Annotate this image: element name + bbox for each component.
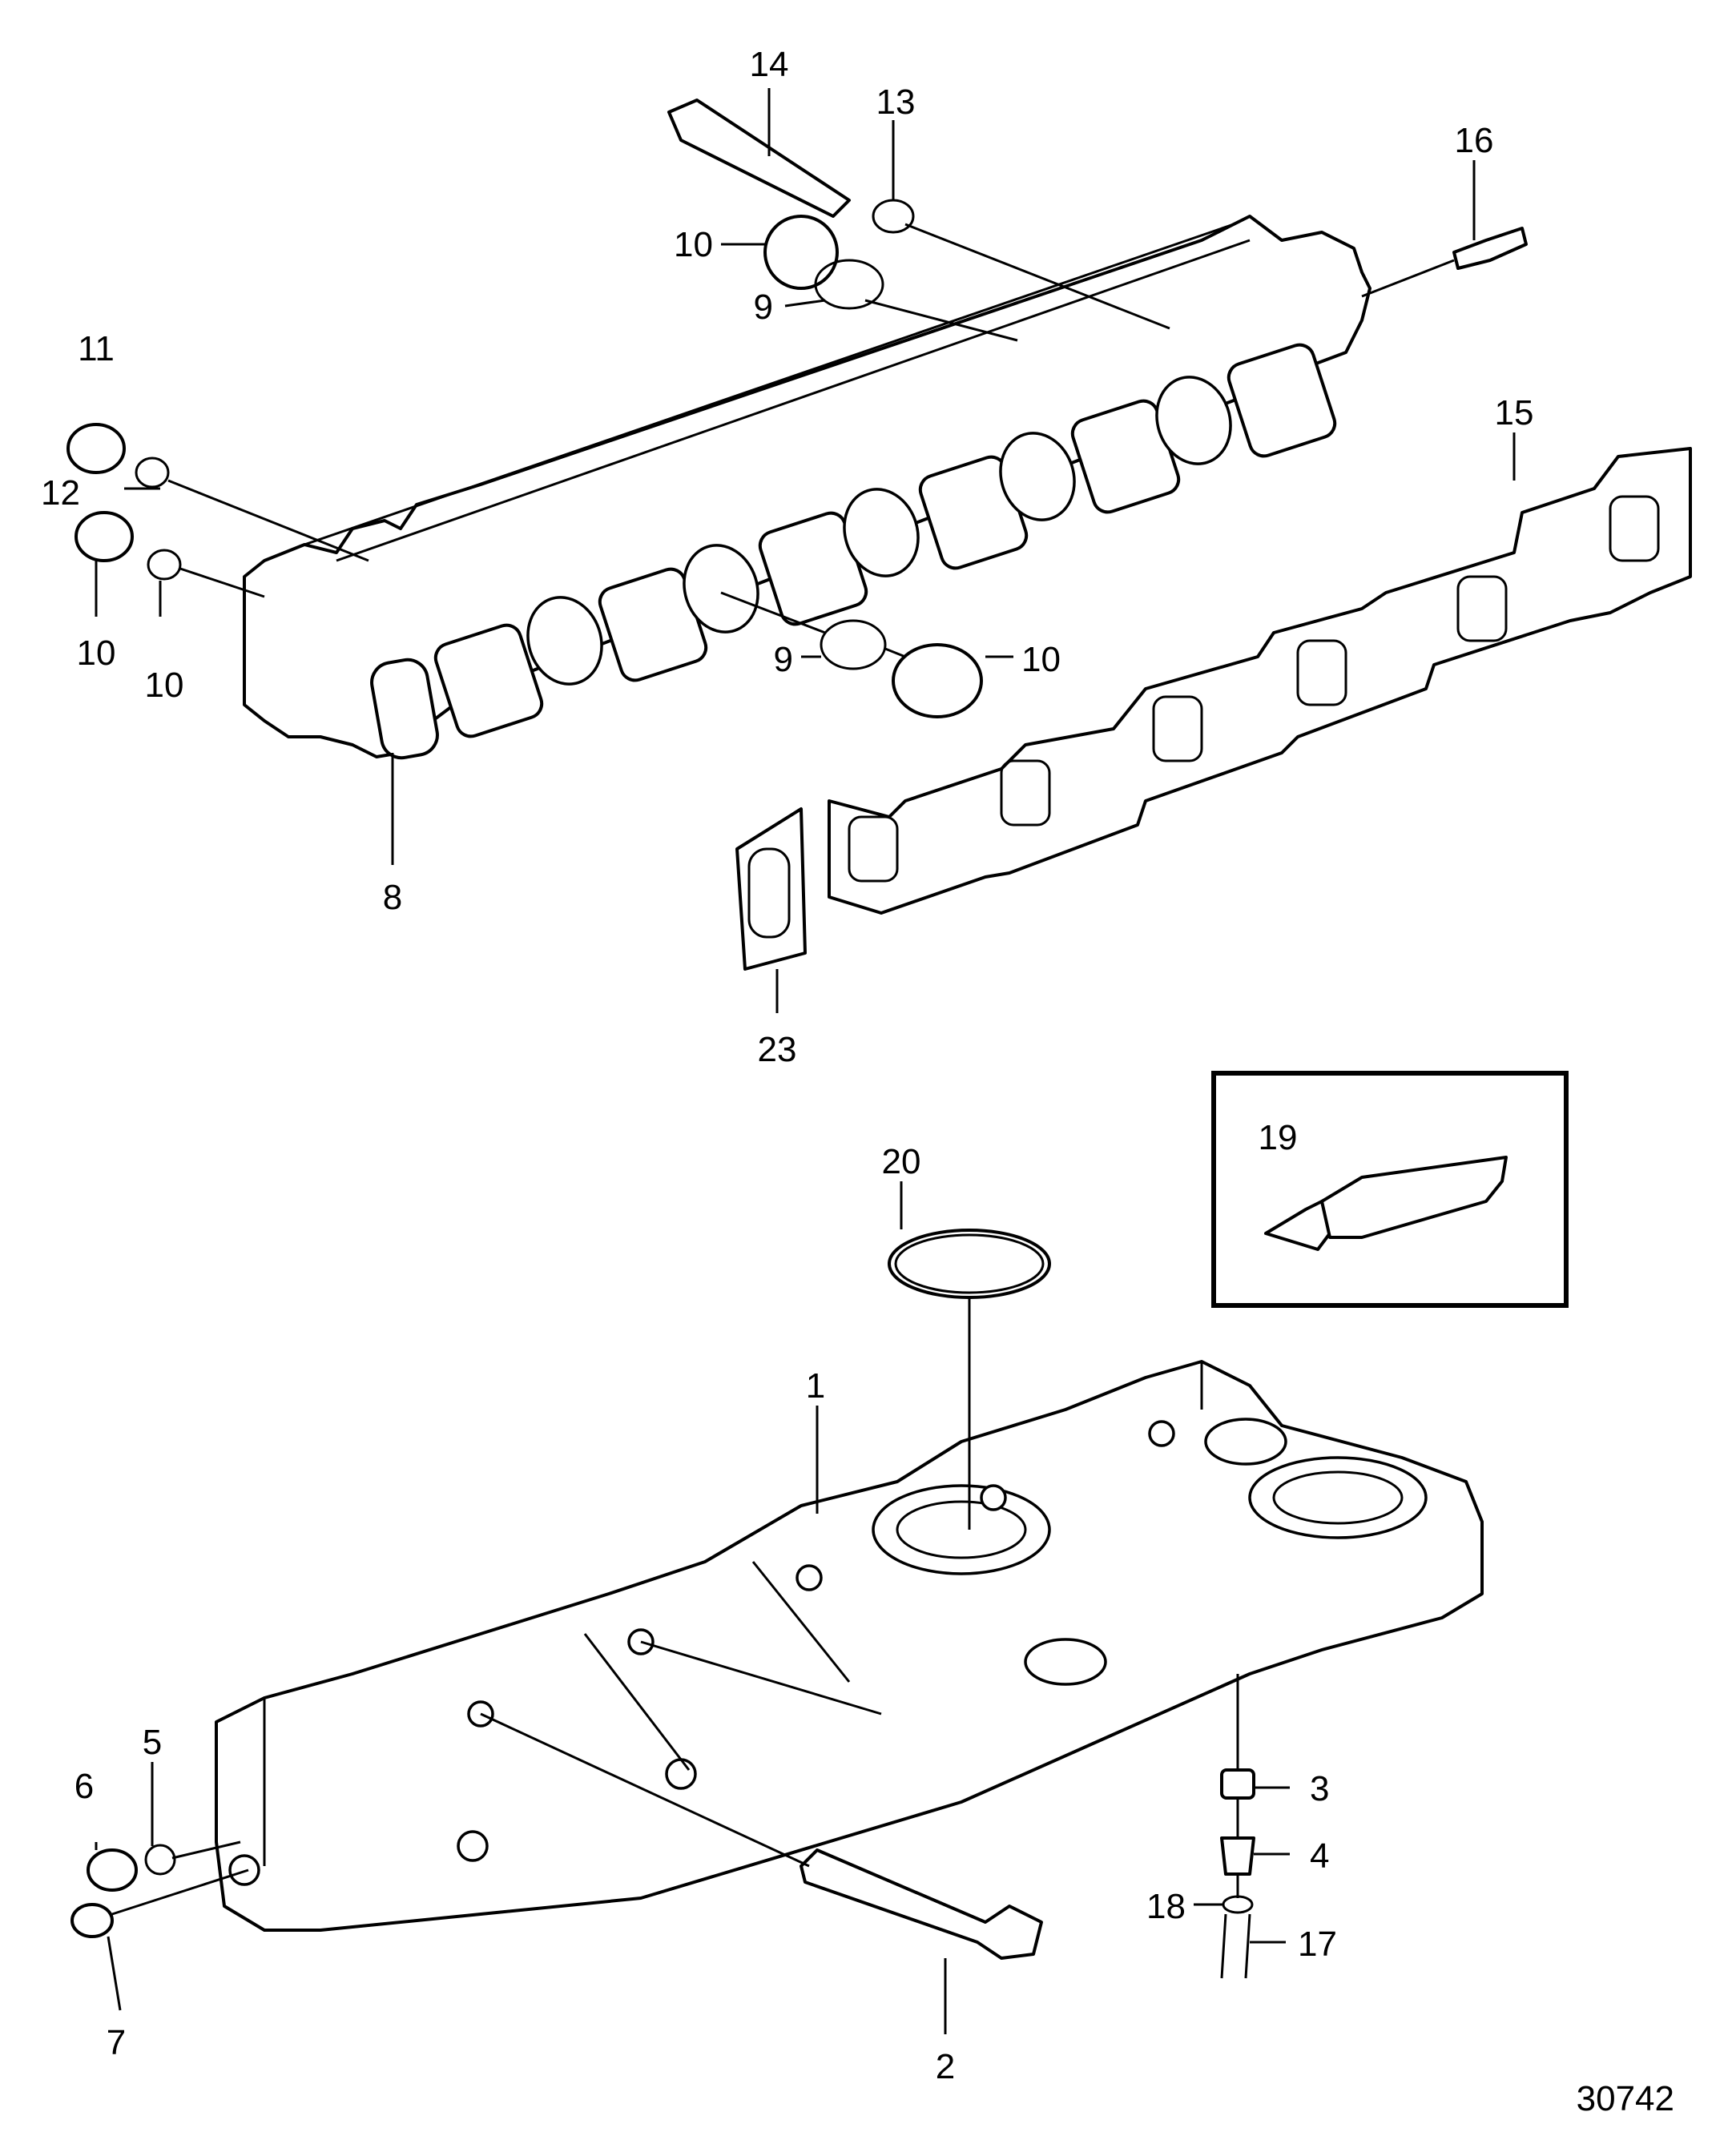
washer-5	[144, 1844, 176, 1876]
plug-6	[87, 1848, 138, 1892]
o-ring-lower	[820, 619, 887, 670]
callout-18: 16	[1455, 121, 1494, 160]
plug-13	[66, 423, 126, 474]
figure-number: 30742	[1577, 2079, 1674, 2118]
callout-11: 10	[145, 666, 184, 705]
end-gasket	[735, 807, 807, 971]
callout-10-upper: 10	[674, 225, 713, 264]
manifold-ports	[433, 343, 1337, 738]
callout-13: 11	[78, 329, 115, 368]
exhaust-manifold	[243, 215, 1372, 760]
manifold-gasket	[828, 447, 1692, 915]
sealant-inset	[1211, 1071, 1569, 1308]
washer-15	[872, 199, 915, 234]
callout-20: 18	[1146, 1887, 1186, 1926]
callout-9-upper: 9	[754, 288, 773, 327]
callout-17: 15	[1495, 393, 1534, 432]
washer-14	[135, 457, 170, 489]
plug-12	[75, 511, 134, 562]
clamp-20	[1222, 1895, 1254, 1914]
plug-7	[70, 1903, 114, 1938]
callout-15: 13	[876, 82, 916, 122]
callout-5: 5	[143, 1723, 162, 1762]
o-ring-upper	[814, 259, 884, 310]
o-ring-22	[888, 1229, 1051, 1299]
callout-10-lower: 10	[1021, 640, 1061, 679]
callout-labels: 14 13 10 9 16 15 11 12 10 10 9 10 8 23 1…	[41, 45, 1533, 2086]
callout-4: 4	[1310, 1836, 1329, 1876]
callout-3: 3	[1310, 1769, 1329, 1808]
fitting-3	[1220, 1768, 1255, 1800]
plug-lower	[892, 643, 983, 718]
stud-18	[1452, 227, 1528, 270]
callout-12: 10	[77, 634, 116, 673]
callout-14: 12	[41, 473, 80, 513]
bolt-2	[800, 1848, 1043, 1960]
leader-lines	[95, 88, 1516, 2034]
callout-16: 14	[750, 45, 789, 84]
callout-19: 17	[1298, 1925, 1337, 1964]
callout-22: 20	[882, 1142, 921, 1181]
callout-2: 2	[936, 2047, 955, 2086]
callout-9-lower: 9	[774, 640, 793, 679]
callout-21: 19	[1259, 1118, 1298, 1157]
callout-6: 6	[75, 1767, 94, 1806]
bolt-16	[667, 99, 851, 218]
callout-1: 1	[806, 1366, 825, 1406]
callout-7: 7	[107, 2023, 126, 2062]
callout-8: 8	[383, 878, 402, 917]
callout-23: 23	[758, 1030, 797, 1069]
washer-11	[147, 549, 182, 581]
fitting-4	[1220, 1836, 1255, 1876]
hose-19	[1220, 1913, 1251, 1979]
plug-upper	[763, 215, 839, 290]
intake-manifold	[215, 1360, 1484, 1932]
